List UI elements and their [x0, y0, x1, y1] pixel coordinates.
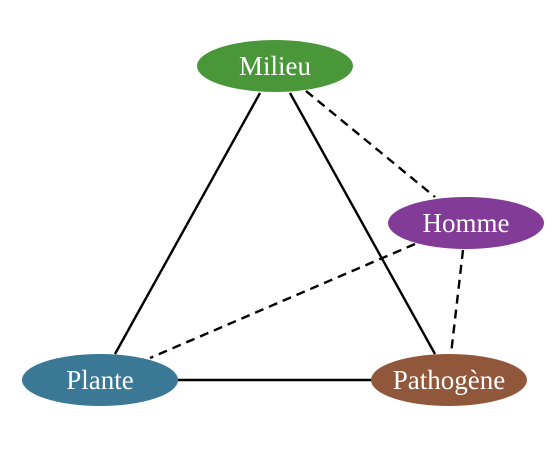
- node-milieu: Milieu: [197, 40, 353, 92]
- edge-milieu-homme: [305, 90, 436, 198]
- node-pathogene-label: Pathogène: [393, 365, 505, 395]
- node-homme-shape: [388, 197, 544, 249]
- edge-milieu-pathogene: [288, 92, 437, 355]
- node-milieu-shape: [197, 40, 353, 92]
- node-homme-label: Homme: [423, 208, 510, 238]
- edge-homme-plante: [149, 242, 416, 360]
- node-pathogene: Pathogène: [371, 354, 527, 406]
- node-milieu-label: Milieu: [239, 51, 311, 81]
- edge-milieu-plante: [113, 92, 262, 355]
- node-homme: Homme: [388, 197, 544, 249]
- node-pathogene-shape: [371, 354, 527, 406]
- node-plante-shape: [22, 354, 178, 406]
- edges: [113, 90, 465, 382]
- node-plante-label: Plante: [66, 365, 134, 395]
- node-plante: Plante: [22, 354, 178, 406]
- edge-homme-pathogene: [449, 249, 465, 355]
